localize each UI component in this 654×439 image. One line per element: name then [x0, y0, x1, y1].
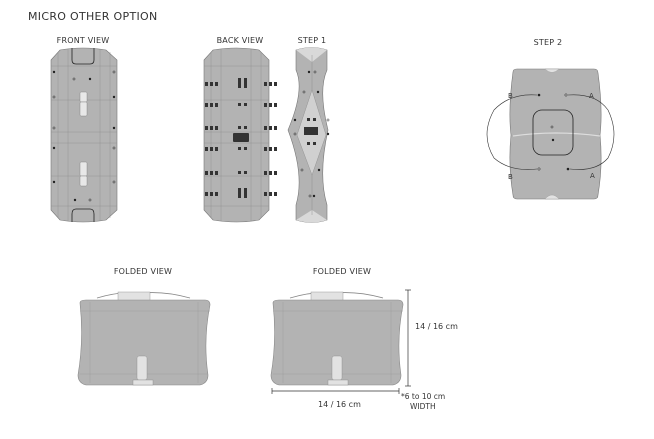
folded-view-2-drawing [270, 291, 404, 386]
front-view-drawing [50, 47, 118, 223]
page-title: MICRO OTHER OPTION [28, 10, 158, 23]
length-dimension-label: 14 / 16 cm [318, 400, 361, 409]
label-folded-view-1: FOLDED VIEW [113, 267, 173, 276]
height-dimension-label: 14 / 16 cm [415, 322, 458, 331]
width-dimension-label: WIDTH [410, 402, 436, 411]
dimension-lines [271, 289, 411, 394]
step-2-drawing [486, 68, 615, 200]
back-view-drawing [203, 47, 277, 223]
marker-a-top: A [589, 92, 594, 100]
marker-b-bottom: B [508, 173, 513, 181]
label-step-1: STEP 1 [297, 36, 327, 45]
marker-a-bottom: A [590, 172, 595, 180]
width-dimension-value: *6 to 10 cm [401, 392, 446, 401]
label-folded-view-2: FOLDED VIEW [312, 267, 372, 276]
label-back-view: BACK VIEW [216, 36, 264, 45]
folded-view-1-drawing [77, 291, 211, 386]
step-1-drawing [287, 47, 330, 223]
label-front-view: FRONT VIEW [56, 36, 110, 45]
marker-b-top: B [508, 92, 513, 100]
label-step-2: STEP 2 [533, 38, 563, 47]
